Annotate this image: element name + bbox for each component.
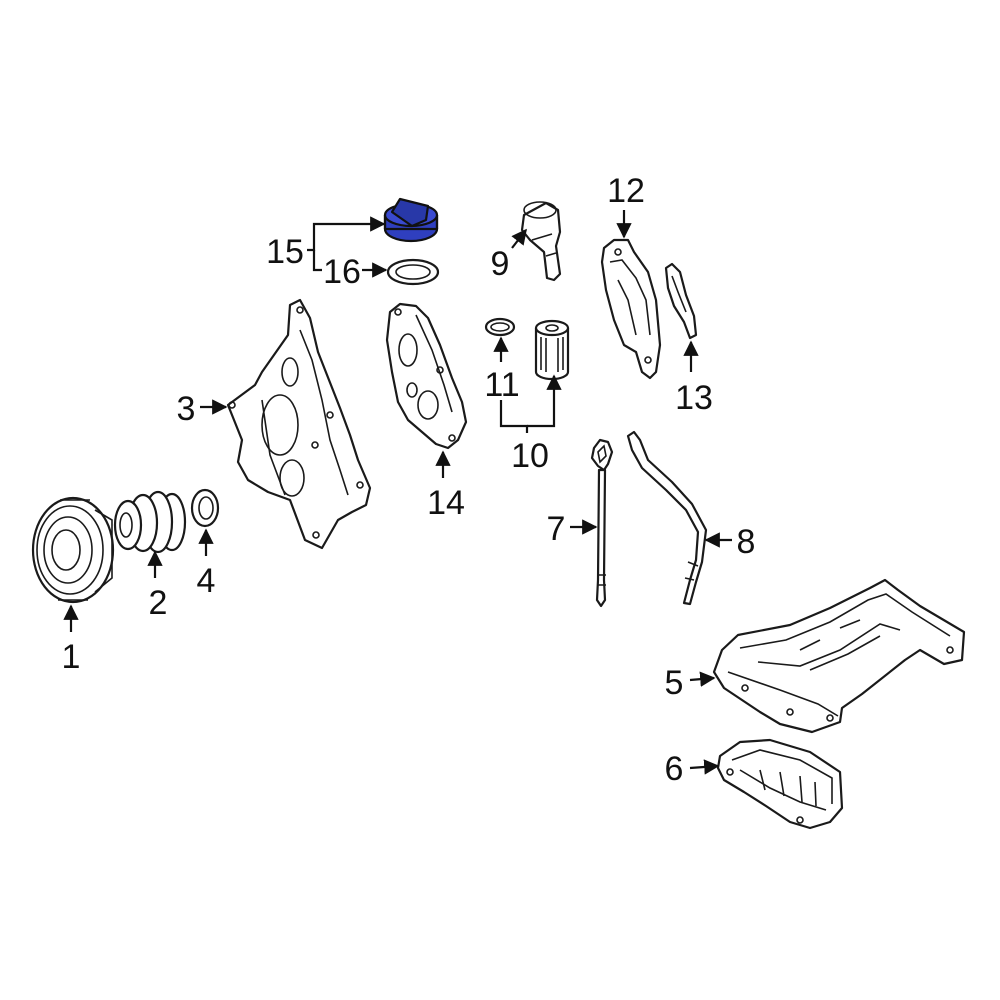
part-9-sensor[interactable] — [520, 201, 562, 282]
callout-6: 6 — [665, 750, 684, 788]
callout-16: 16 — [323, 253, 361, 291]
callout-10: 10 — [511, 437, 549, 475]
leader-15 — [307, 216, 386, 252]
cap-grip — [390, 197, 430, 228]
callout-4: 4 — [197, 562, 216, 600]
callout-9: 9 — [491, 245, 510, 283]
part-4-seal[interactable] — [190, 488, 220, 528]
part-16-cap-seal[interactable] — [386, 258, 440, 286]
part-11-o-ring[interactable] — [484, 317, 516, 337]
callout-3: 3 — [177, 390, 196, 428]
part-14-cover-plate[interactable] — [385, 302, 468, 450]
part-7-dipstick[interactable] — [590, 438, 614, 608]
callout-1: 1 — [62, 638, 81, 676]
leader-10 — [527, 374, 562, 428]
part-3-timing-cover[interactable] — [226, 298, 372, 550]
leader-lines — [63, 210, 732, 775]
callout-7: 7 — [547, 510, 566, 548]
leader-5 — [689, 671, 716, 687]
leader-10-bracket — [499, 400, 529, 433]
callout-2: 2 — [149, 584, 168, 622]
part-2-damper[interactable] — [113, 490, 187, 554]
callout-12: 12 — [607, 172, 645, 210]
callout-13: 13 — [675, 379, 713, 417]
callout-8: 8 — [737, 523, 756, 561]
part-13-gasket[interactable] — [664, 262, 698, 340]
part-5-upper-oil-pan[interactable] — [712, 578, 966, 734]
part-8-dipstick-tube[interactable] — [626, 430, 708, 606]
part-1-crankshaft-pulley[interactable] — [31, 496, 115, 604]
part-6-lower-oil-pan[interactable] — [716, 738, 844, 830]
callout-labels: 1 2 3 4 5 6 7 8 9 10 11 12 13 14 15 16 — [62, 172, 756, 788]
leader-15-bracket — [312, 250, 322, 272]
callout-15: 15 — [266, 233, 304, 271]
leader-6 — [689, 759, 720, 775]
part-12-filter-housing[interactable] — [600, 238, 662, 380]
callout-14: 14 — [427, 484, 465, 522]
callout-5: 5 — [665, 664, 684, 702]
leader-9 — [511, 228, 527, 249]
part-10-oil-filter[interactable] — [534, 319, 570, 381]
callout-11: 11 — [484, 366, 519, 404]
part-15-oil-filler-cap[interactable] — [383, 197, 439, 243]
